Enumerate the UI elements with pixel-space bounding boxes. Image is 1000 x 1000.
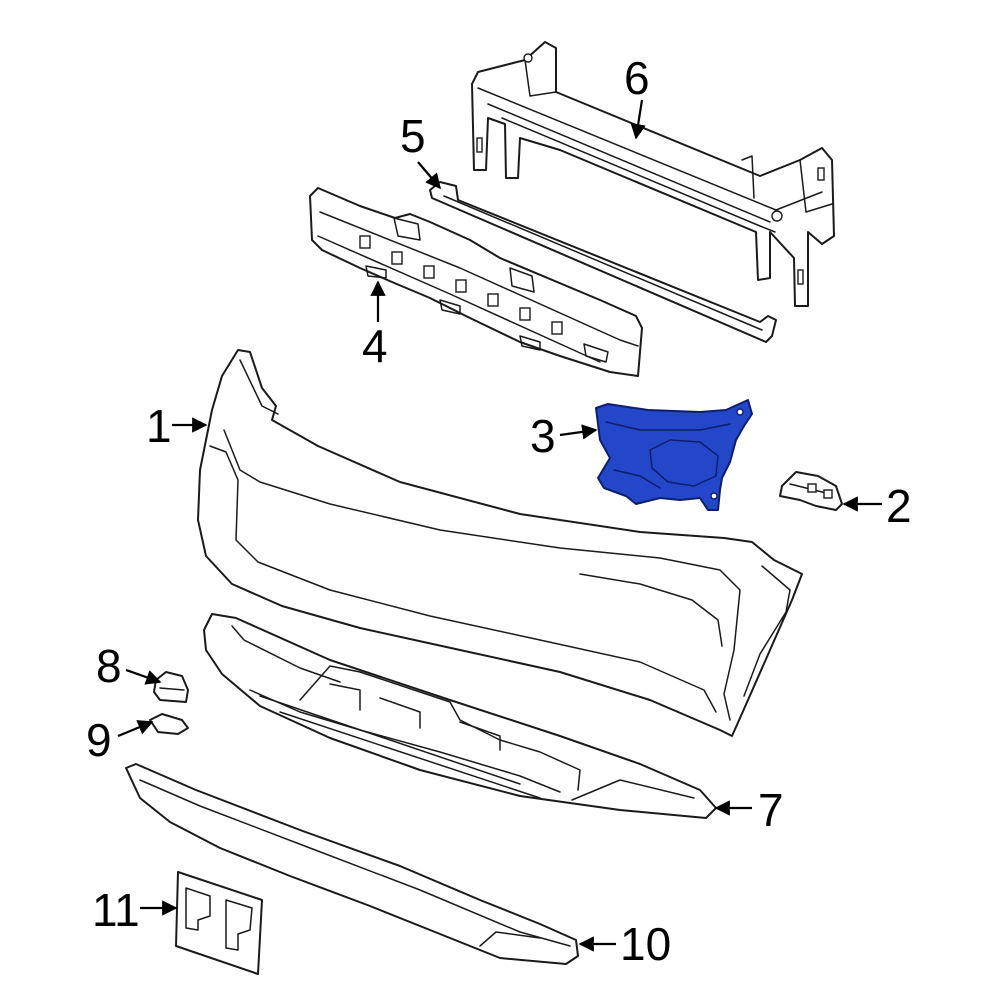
- part-4-energy-absorber[interactable]: [309, 187, 643, 377]
- part-11-license-bracket[interactable]: [175, 871, 263, 975]
- leader-5: [417, 161, 441, 190]
- callout-6: 6: [624, 52, 650, 104]
- part-9-clip[interactable]: [149, 713, 189, 735]
- part-2-clip-bracket[interactable]: [779, 471, 843, 511]
- leader-9: [117, 720, 154, 738]
- part-8-clip[interactable]: [153, 671, 189, 703]
- part-3-bracket-shape: [595, 399, 753, 511]
- callout-4: 4: [362, 320, 388, 372]
- part-6-reinforcement-bar[interactable]: [471, 41, 835, 307]
- part-10-lower-trim[interactable]: [125, 763, 579, 965]
- part-1-bumper-cover[interactable]: [197, 349, 803, 737]
- part-7-lower-grille[interactable]: [203, 613, 717, 819]
- part-3-bracket-highlighted[interactable]: [595, 399, 753, 511]
- leader-3: [559, 424, 598, 440]
- callout-labels: 1 2 3 4 5 6 7 8 9 10 11: [86, 52, 912, 970]
- callout-10: 10: [620, 918, 671, 970]
- callout-9: 9: [86, 714, 112, 766]
- leader-8: [125, 668, 162, 685]
- callout-8: 8: [96, 640, 122, 692]
- callout-3: 3: [530, 410, 556, 462]
- callout-1: 1: [146, 400, 172, 452]
- part-5-bumper-strip[interactable]: [429, 181, 777, 343]
- leader-6: [630, 99, 646, 140]
- leader-lines: [117, 99, 882, 952]
- callout-11: 11: [92, 884, 140, 936]
- callout-5: 5: [400, 110, 426, 162]
- callout-2: 2: [886, 480, 912, 532]
- callout-7: 7: [758, 784, 784, 836]
